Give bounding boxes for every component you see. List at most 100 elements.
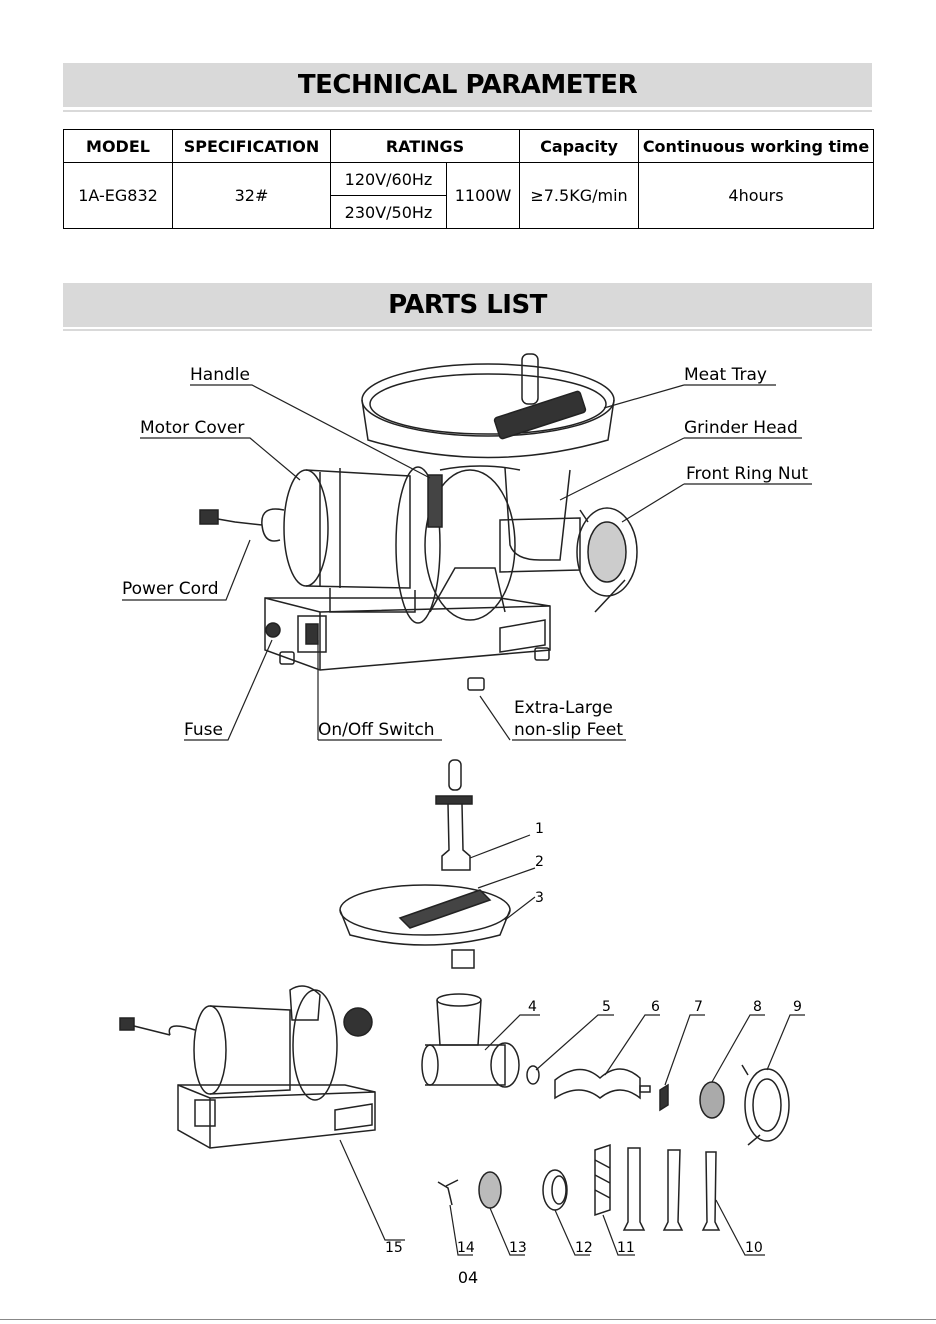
part-number-5: 5 — [602, 999, 611, 1015]
part-number-14: 14 — [457, 1240, 475, 1256]
base-box — [264, 597, 551, 671]
leaders-1-3 — [469, 834, 536, 921]
technical-parameter-table: MODEL SPECIFICATION RATINGS Capacity Con… — [63, 129, 874, 229]
leader-motor-cover — [140, 437, 301, 481]
meat-tray-side — [361, 399, 615, 459]
pusher-grip — [448, 759, 462, 791]
label-fuse: Fuse — [184, 720, 223, 740]
label-switch: On/Off Switch — [318, 720, 435, 740]
motor-end-cap — [283, 469, 329, 587]
leader-fuse — [184, 639, 273, 741]
label-handle: Handle — [190, 365, 250, 385]
parts-list-title: PARTS LIST — [388, 290, 547, 320]
power-plug — [199, 509, 219, 525]
tray-neck — [451, 949, 475, 969]
base-motor-cap — [193, 1005, 227, 1095]
foot-front — [467, 677, 485, 691]
head-opening — [490, 1042, 520, 1088]
foot-left — [279, 651, 295, 665]
part-spacer — [594, 1143, 611, 1217]
leader-power-cord — [122, 539, 251, 601]
cell-working-time: 4hours — [638, 162, 874, 229]
parts-diagram: Handle Motor Cover Power Cord Fuse On/Of… — [119, 353, 812, 1256]
cell-model: 1A-EG832 — [63, 162, 173, 229]
part-tube-small — [701, 1151, 721, 1231]
technical-parameter-rule — [63, 110, 872, 112]
leader-14 — [449, 1204, 473, 1256]
leader-5 — [535, 1014, 614, 1071]
head-back — [421, 1044, 439, 1086]
ring-nut-tabs — [741, 1064, 761, 1146]
gear-ring — [395, 466, 441, 624]
pusher-stem — [441, 803, 471, 871]
gear-housing — [424, 469, 516, 621]
switch-plate — [297, 615, 327, 653]
motor-body — [305, 469, 411, 589]
cell-voltage-1: 120V/60Hz — [330, 162, 447, 196]
base-motor-body — [209, 1005, 291, 1095]
base-handle-top — [289, 985, 321, 1021]
cell-specification: 32# — [172, 162, 331, 229]
part-numbers: 1 2 3 4 5 6 7 8 9 10 11 12 13 14 15 — [385, 821, 802, 1256]
table-row: 1A-EG832 32# 120V/60Hz 1100W ≥7.5KG/min … — [63, 162, 874, 229]
part-washer — [526, 1065, 540, 1085]
table-row: 230V/50Hz — [64, 195, 874, 229]
part-number-4: 4 — [528, 999, 537, 1015]
leader-12 — [554, 1209, 590, 1256]
base-unit-handle — [334, 1103, 373, 1131]
auger-tip — [639, 1085, 651, 1093]
base-unit-edges — [177, 1084, 376, 1148]
part-tube-large — [622, 1147, 646, 1231]
leader-8 — [711, 1014, 765, 1083]
tray-plate — [398, 889, 492, 929]
part-ring-nut — [744, 1068, 790, 1142]
part-auger — [554, 1068, 641, 1100]
meat-tray-inner — [369, 373, 607, 435]
leader-4 — [484, 1014, 540, 1051]
part-number-8: 8 — [753, 999, 762, 1015]
front-plate — [587, 521, 627, 583]
spacer-threads — [594, 1159, 611, 1199]
motor-lines — [319, 468, 341, 588]
cell-capacity: ≥7.5KG/min — [519, 162, 639, 229]
leader-handle — [190, 384, 431, 479]
base-handle — [499, 619, 546, 653]
technical-parameter-title: TECHNICAL PARAMETER — [297, 70, 638, 100]
page-number: 04 — [457, 1268, 479, 1287]
leader-meat-tray — [603, 384, 776, 409]
part-number-12: 12 — [575, 1240, 593, 1256]
pusher-handle — [521, 353, 539, 405]
exploded-tray-drawing — [339, 759, 536, 969]
label-power-cord: Power Cord — [122, 579, 219, 599]
grinder-barrel — [499, 517, 581, 573]
part-ring — [542, 1169, 568, 1211]
label-leaders — [122, 384, 812, 741]
foot-right — [534, 647, 550, 661]
leader-13 — [489, 1207, 525, 1256]
base-gear — [292, 989, 338, 1101]
bottom-rule — [0, 1319, 936, 1320]
label-front-ring-nut: Front Ring Nut — [686, 464, 808, 484]
label-grinder-head: Grinder Head — [684, 418, 798, 438]
label-feet-line2: non-slip Feet — [514, 720, 623, 740]
base-unit-box — [177, 1084, 376, 1149]
part-number-1: 1 — [535, 821, 544, 837]
part-cross-blade — [437, 1179, 459, 1206]
header-capacity: Capacity — [519, 129, 639, 163]
assembled-grinder-drawing — [199, 353, 638, 691]
header-specification: SPECIFICATION — [172, 129, 331, 163]
fuse-knob — [265, 622, 281, 638]
cell-power: 1100W — [446, 162, 520, 229]
part-number-9: 9 — [793, 999, 802, 1015]
part-number-13: 13 — [509, 1240, 527, 1256]
motor-support — [329, 588, 416, 613]
leader-switch — [317, 640, 442, 741]
leader-11 — [602, 1214, 635, 1256]
header-working-time: Continuous working time — [638, 129, 874, 163]
grinder-top — [439, 465, 521, 471]
base-spindle — [343, 1007, 373, 1037]
table-header-row: MODEL SPECIFICATION RATINGS Capacity Con… — [63, 129, 874, 163]
parts-list-header: PARTS LIST — [63, 283, 872, 327]
label-feet-line1: Extra-Large — [514, 698, 613, 718]
front-ring-nut-drawing — [576, 507, 638, 597]
